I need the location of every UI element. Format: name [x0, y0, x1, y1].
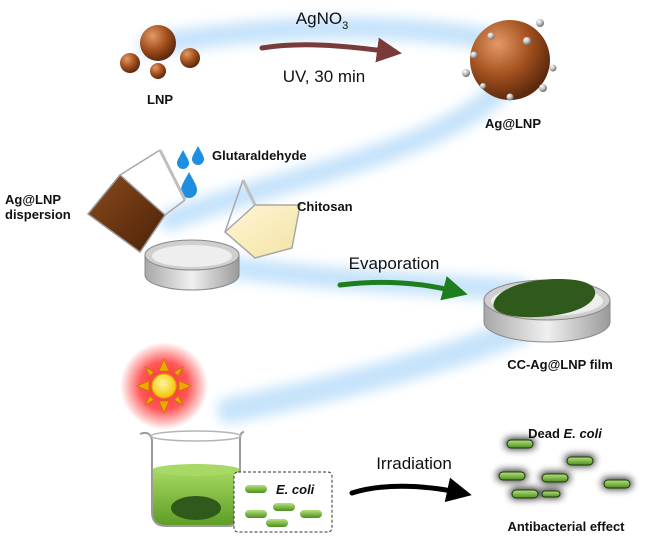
lnp-particles	[120, 25, 200, 79]
film-label: CC-Ag@LNP film	[507, 357, 613, 372]
beaker-icon	[139, 430, 245, 527]
film	[493, 279, 596, 318]
bacteria-icon	[498, 439, 631, 499]
dead-prefix: Dead	[528, 426, 563, 441]
ecoli-box: E. coli	[233, 471, 333, 533]
irradiation-arrow	[349, 477, 472, 503]
ag-lnp-particle	[462, 19, 557, 101]
reagent-text: AgNO	[296, 9, 342, 28]
lnp-label: LNP	[147, 92, 173, 107]
bacteria-icon	[245, 485, 322, 527]
film-dish	[483, 279, 611, 343]
ag-lnp-label: Ag@LNP	[485, 116, 541, 131]
reagent-label: AgNO3	[296, 9, 348, 32]
dispersion-beaker	[86, 149, 187, 254]
dispersion-label-line1: Ag@LNP	[5, 192, 61, 207]
droplet-icon	[181, 172, 197, 198]
film-piece	[171, 496, 221, 520]
sun-icon	[120, 342, 208, 430]
irradiation-label: Irradiation	[376, 454, 452, 473]
droplet-icon	[192, 146, 204, 165]
dead-species: E. coli	[564, 426, 603, 441]
petri-dish-icon	[144, 239, 240, 291]
evaporation-arrow	[337, 276, 468, 301]
evaporation-label: Evaporation	[349, 254, 440, 273]
glutaraldehyde-droplets	[177, 146, 204, 198]
agno3-arrow	[259, 37, 402, 63]
ecoli-box-label: E. coli	[276, 482, 315, 497]
dead-bacteria	[497, 438, 632, 499]
dead-ecoli-label: Dead E. coli	[528, 426, 602, 441]
condition-label: UV, 30 min	[283, 67, 366, 86]
reagent-subscript: 3	[342, 20, 348, 32]
effect-label: Antibacterial effect	[507, 519, 625, 534]
glutaraldehyde-label: Glutaraldehyde	[212, 148, 307, 163]
chitosan-beaker	[223, 179, 301, 259]
droplet-icon	[177, 150, 189, 169]
chitosan-label: Chitosan	[297, 199, 353, 214]
dispersion-label-line2: dispersion	[5, 207, 71, 222]
